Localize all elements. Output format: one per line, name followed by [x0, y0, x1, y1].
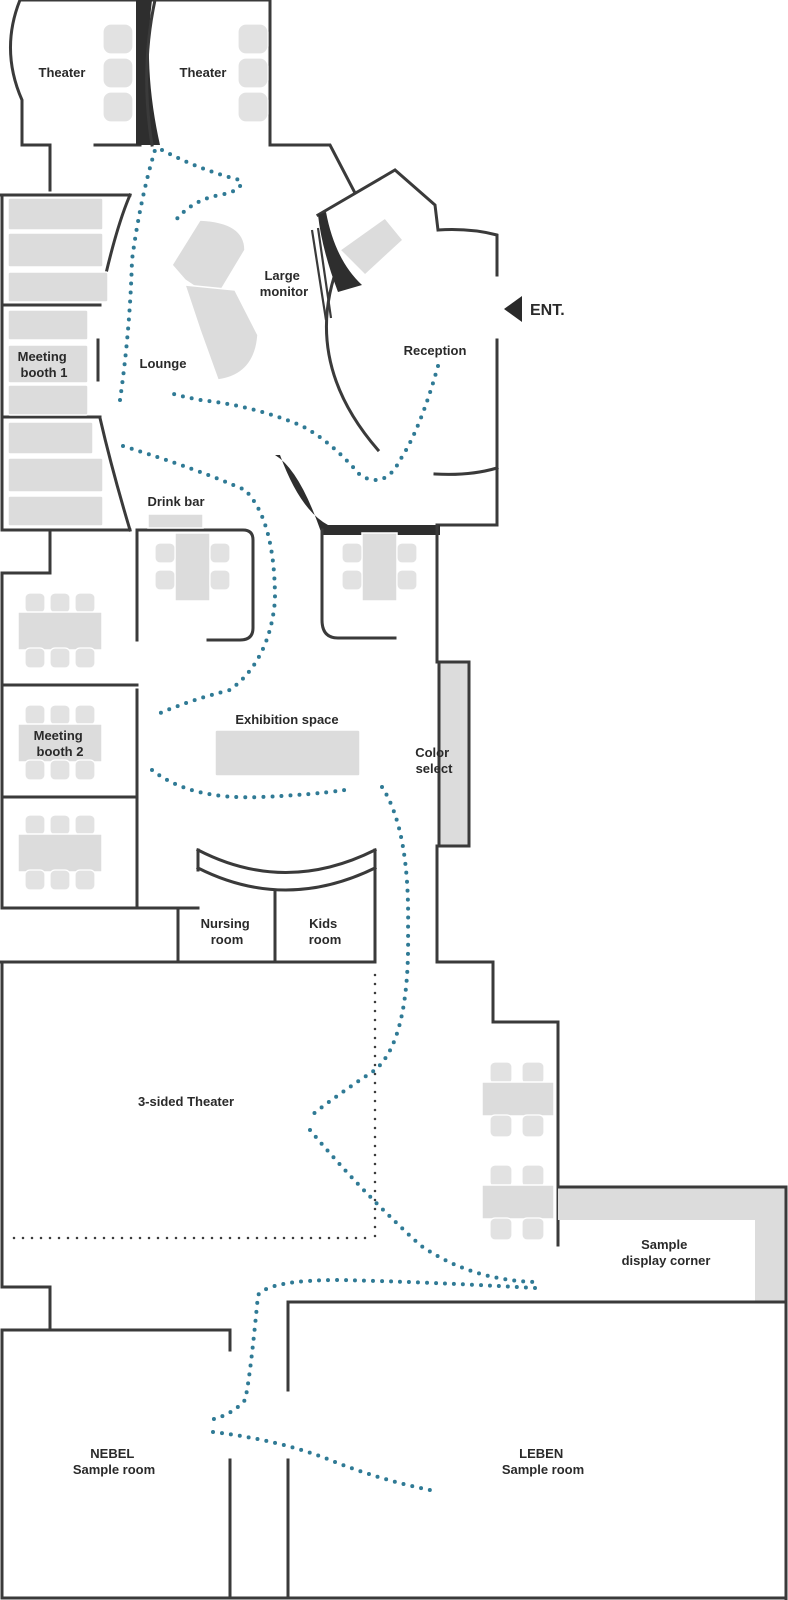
nursing-kids-area: Nursing room Kids room: [0, 847, 378, 964]
theater-seats-right: [237, 23, 269, 123]
sample-rooms: NEBEL Sample room LEBEN Sample room: [0, 1300, 788, 1600]
visitor-route: [118, 148, 537, 1492]
three-sided-theater-area: 3-sided Theater: [0, 960, 555, 1332]
lounge-area: Lounge Meeting booth 1: [7, 197, 259, 527]
entrance-label: ENT.: [530, 302, 565, 319]
kids-room-label: Kids room: [309, 916, 342, 947]
sample-display-corner-area: Sample display corner: [556, 1185, 788, 1600]
drink-bar-label: Drink bar: [147, 494, 204, 509]
nebel-sample-room-label: NEBEL Sample room: [73, 1446, 155, 1477]
outer-walls: [0, 143, 358, 964]
meeting-booth-1-label: Meeting booth 1: [18, 349, 71, 380]
entrance-arrow-icon: [504, 296, 522, 322]
nursing-room-label: Nursing room: [201, 916, 254, 947]
three-sided-theater-label: 3-sided Theater: [138, 1094, 234, 1109]
meeting-tables: Meeting booth 2: [17, 592, 103, 891]
leben-sample-room-label: LEBEN Sample room: [502, 1446, 584, 1477]
color-select-label: Color select: [415, 745, 453, 776]
lounge-label: Lounge: [140, 356, 187, 371]
theater-left-label: Theater: [39, 65, 86, 80]
reception-area: ENT. Reception Large monitor: [260, 168, 565, 527]
theater-area: Theater Theater: [8, 0, 272, 192]
meeting-booth-2-label: Meeting booth 2: [34, 728, 87, 759]
sample-display-corner-label: Sample display corner: [622, 1237, 711, 1268]
reception-label: Reception: [404, 343, 467, 358]
theater-right-label: Theater: [180, 65, 227, 80]
large-monitor-label: Large monitor: [260, 268, 308, 299]
exhibition-space-label: Exhibition space: [235, 712, 338, 727]
exhibition-area: Exhibition space Color select: [214, 660, 560, 1247]
drink-bar-area: Drink bar: [135, 455, 440, 664]
theater-seats-left: [102, 23, 134, 123]
